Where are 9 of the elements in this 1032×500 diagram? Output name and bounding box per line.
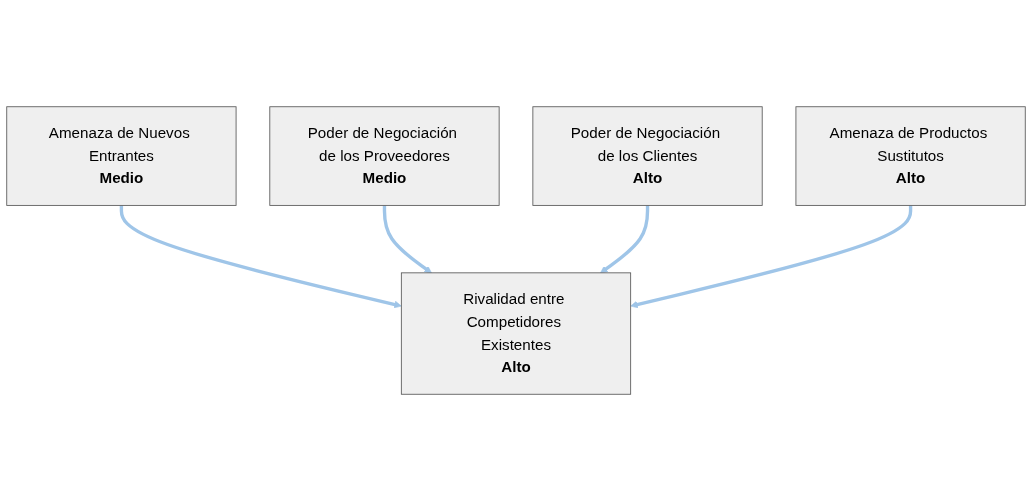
node-box: Amenaza de Productos Sustitutos Alto <box>795 105 1026 206</box>
node-box: Poder de Negociación de los Clientes Alto <box>532 105 763 206</box>
arrow <box>119 204 402 308</box>
arrow <box>382 204 432 273</box>
node-box: Amenaza de Nuevos Entrantes Medio <box>6 105 237 206</box>
arrow <box>600 204 650 273</box>
node-box: Poder de Negociación de los Proveedores Medio <box>269 105 500 206</box>
arrow <box>630 204 913 308</box>
node-box: Rivalidad entre Competidores Existentes Alto <box>400 271 632 395</box>
